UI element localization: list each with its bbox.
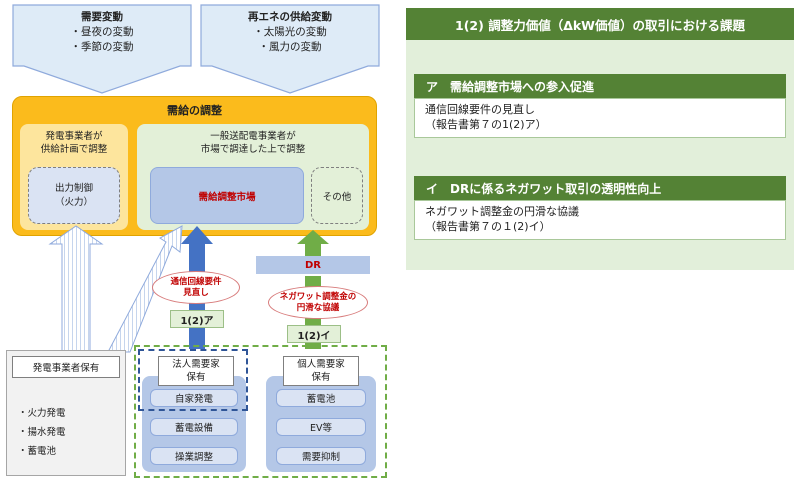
demand-fluctuation-arrow: 需要変動 ・昼夜の変動 ・季節の変動 [12,4,192,94]
output-control-sub: （火力） [54,196,93,208]
generator-owner-item: ・揚水発電 [18,427,66,438]
other-box: その他 [311,167,363,224]
individual-title-line2: 保有 [311,372,331,383]
renewable-item: ・風力の変動 [258,41,322,53]
section-i-body: ネガワット調整金の円滑な協議 （報告書第７の１(2)イ） [414,200,786,240]
comm-line-oval-line1: 通信回線要件 [170,276,222,287]
negawatt-oval-line1: ネガワット調整金の [279,291,357,302]
comm-line-oval-line2: 見直し [183,287,209,298]
corporate-title: 法人需要家 保有 [158,356,234,386]
dr-to-market-arrow [297,230,329,256]
generator-owner-item: ・火力発電 [18,408,66,419]
corporate-highlight [138,349,248,411]
individual-title-line1: 個人需要家 [297,359,345,370]
individual-title: 個人需要家 保有 [283,356,359,386]
tso-adjust-line1: 一般送配電事業者が [210,131,296,142]
output-control-label: 出力制御 [54,182,93,194]
supply-adjustment-title: 需給の調整 [167,104,222,117]
section-i-line1: ネガワット調整金の円滑な協議 [425,205,579,218]
corporate-item: 操業調整 [150,447,238,465]
generator-adjust-line2: 供給計画で調整 [40,144,108,155]
negawatt-oval-line2: 円滑な協議 [296,302,340,313]
dr-label-bar: DR [256,256,370,274]
generator-adjust-line1: 発電事業者が [45,131,103,142]
demand-title: 需要変動 [81,11,123,23]
section-a-line1: 通信回線要件の見直し [425,103,535,116]
tag-1-2-a: 1(2)ア [170,310,224,328]
individual-item: 需要抑制 [276,447,366,465]
corporate-item: 蓄電設備 [150,418,238,436]
individual-item: 蓄電池 [276,389,366,407]
comm-line-oval: 通信回線要件 見直し [152,271,240,304]
generator-owner-title: 発電事業者保有 [12,356,120,378]
corporate-title-line1: 法人需要家 [172,359,220,370]
output-control-box: 出力制御 （火力） [28,167,120,224]
corporate-title-line2: 保有 [186,372,206,383]
demand-item: ・昼夜の変動 [70,26,134,38]
section-i-line2: （報告書第７の１(2)イ） [425,220,551,233]
generator-to-output-arrow [48,225,104,353]
panel-title: 1(2) 調整力価値（ΔkW価値）の取引における課題 [406,8,794,40]
corporate-item: 自家発電 [150,389,238,407]
generator-owner-item: ・蓄電池 [18,446,57,457]
demand-side-group [134,345,387,478]
corporate-to-market-hatched-arrow [107,225,183,353]
renewable-title: 再エネの供給変動 [248,11,332,23]
tso-adjust-line2: 市場で調達した上で調整 [200,144,306,155]
section-a-heading: ア 需給調整市場への参入促進 [414,74,786,98]
renewable-arrow-shape [200,4,380,94]
demand-arrow-shape [12,4,192,94]
negawatt-oval: ネガワット調整金の 円滑な協議 [268,286,368,319]
demand-item: ・季節の変動 [70,41,134,53]
section-a-line2: （報告書第７の1(2)ア） [425,118,547,131]
renewable-fluctuation-arrow: 再エネの供給変動 ・太陽光の変動 ・風力の変動 [200,4,380,94]
section-a-body: 通信回線要件の見直し （報告書第７の1(2)ア） [414,98,786,138]
section-i-heading: イ DRに係るネガワット取引の透明性向上 [414,176,786,200]
individual-item: EV等 [276,418,366,436]
balancing-market-box: 需給調整市場 [150,167,304,224]
renewable-item: ・太陽光の変動 [253,26,327,38]
tag-1-2-i: 1(2)イ [287,325,341,343]
